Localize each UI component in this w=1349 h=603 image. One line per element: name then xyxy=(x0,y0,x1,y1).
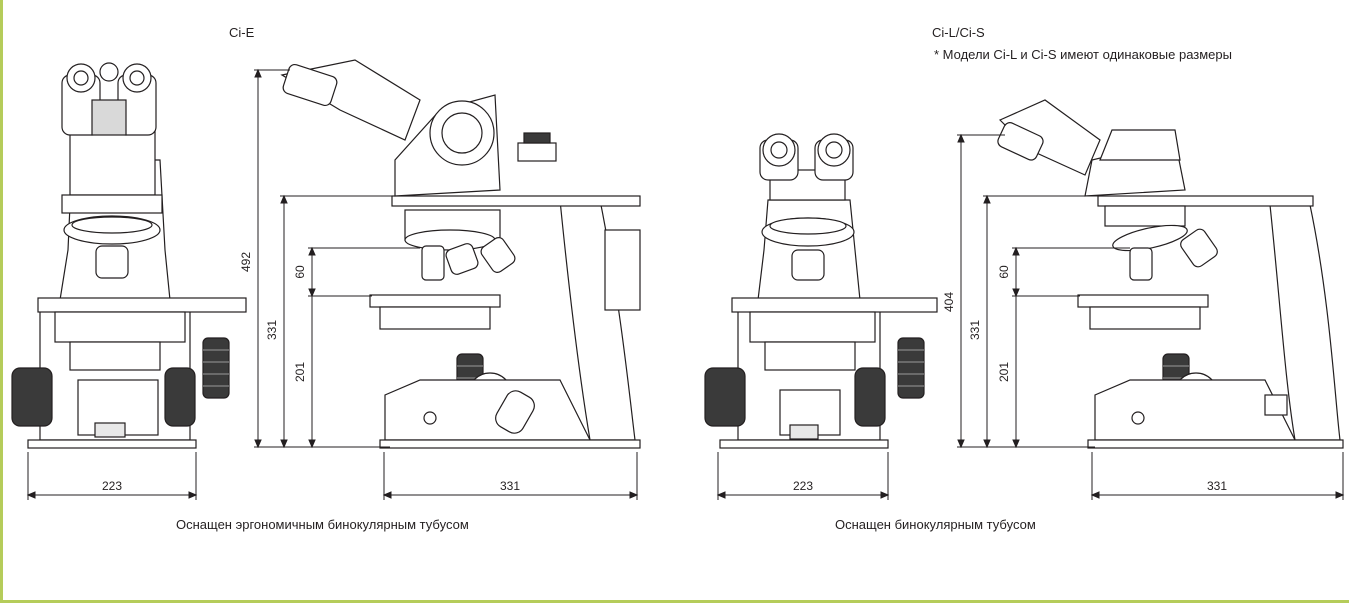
ci-e-stage-height-label: 331 xyxy=(265,320,279,340)
dimensions-note: * Модели Ci-L и Ci-S имеют одинаковые ра… xyxy=(934,47,1232,62)
ci-e-stage-level-label: 201 xyxy=(293,362,307,382)
ci-l-objective-gap-label: 60 xyxy=(997,265,1011,279)
ci-e-side-dimensions xyxy=(254,68,639,500)
ci-l-total-height-label: 404 xyxy=(942,292,956,312)
ci-l-front-width-label: 223 xyxy=(793,479,813,493)
ci-l-stage-height-label: 331 xyxy=(968,320,982,340)
model-title-ci-e: Ci-E xyxy=(229,25,255,40)
ci-e-front-width-dimension xyxy=(26,452,198,500)
caption-ci-l-ci-s: Оснащен бинокулярным тубусом xyxy=(835,517,1036,532)
ci-e-objective-gap-label: 60 xyxy=(293,265,307,279)
ci-l-side-view xyxy=(997,99,1344,449)
model-title-ci-l-ci-s: Ci-L/Ci-S xyxy=(932,25,985,40)
ci-e-front-width-label: 223 xyxy=(102,479,122,493)
ci-l-front-view xyxy=(704,133,938,449)
ci-l-front-width-dimension xyxy=(716,452,890,500)
ci-e-total-height-label: 492 xyxy=(239,252,253,272)
ci-l-stage-level-label: 201 xyxy=(997,362,1011,382)
ci-e-side-view xyxy=(280,59,641,449)
caption-ci-e: Оснащен эргономичным бинокулярным тубусо… xyxy=(176,517,469,532)
ci-e-front-view xyxy=(11,62,247,449)
ci-l-side-dimensions xyxy=(957,133,1345,500)
ci-e-side-depth-label: 331 xyxy=(500,479,520,493)
ci-l-side-depth-label: 331 xyxy=(1207,479,1227,493)
